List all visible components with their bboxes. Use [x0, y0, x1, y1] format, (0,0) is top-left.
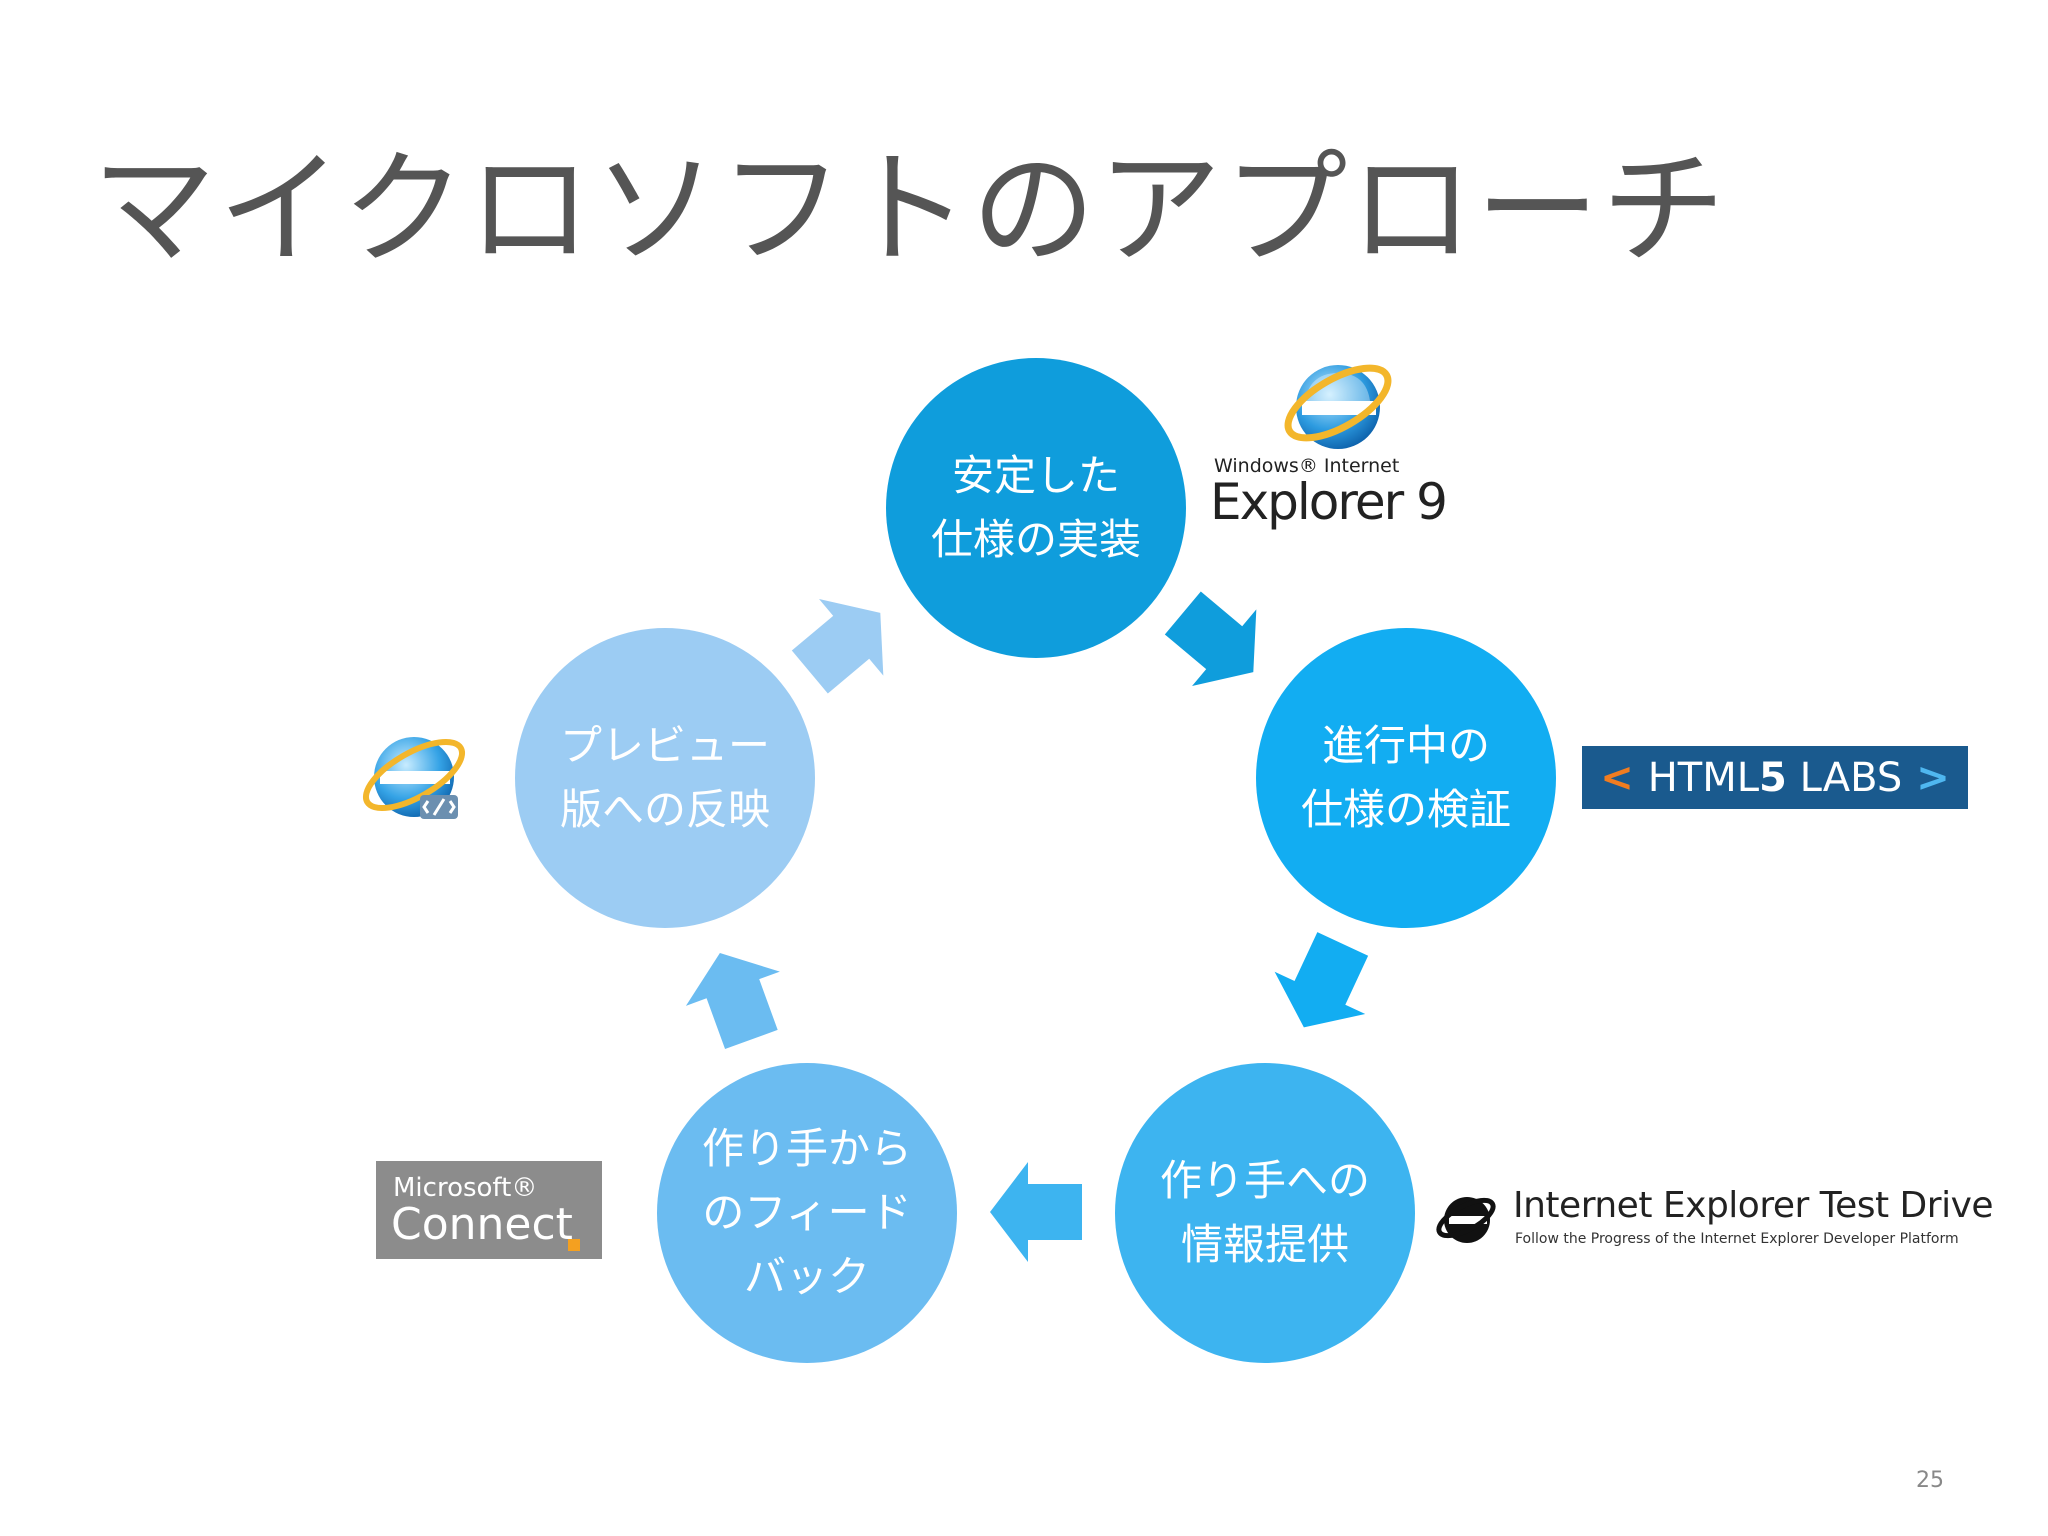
arrow-4-to-5 [685, 953, 780, 1050]
node-line: 版への反映 [559, 785, 770, 834]
cycle-node-preview-reflection: プレビュー 版への反映 [515, 628, 815, 928]
html5-labs-logo: < HTML 5 LABS > [1582, 746, 1968, 809]
cycle-node-spec-validation: 進行中の 仕様の検証 [1256, 628, 1556, 928]
ie-black-e-icon [1436, 1197, 1496, 1243]
ie9-logo-line2: Explorer 9 [1210, 473, 1448, 531]
node-line: 仕様の実装 [930, 515, 1141, 564]
node-line: 作り手から [701, 1124, 912, 1173]
page-number: 25 [1916, 1468, 1944, 1493]
test-drive-subtitle: Follow the Progress of the Internet Expl… [1515, 1231, 1959, 1247]
node-line: のフィード [702, 1188, 912, 1237]
ie-preview-icon [362, 737, 466, 819]
ie9-logo-line1: Windows® Internet [1214, 455, 1400, 477]
cycle-node-stable-implementation: 安定した 仕様の実装 [886, 358, 1186, 658]
node-line: 安定した [951, 451, 1120, 500]
html5-five: 5 [1759, 754, 1787, 801]
arrow-2-to-3 [1274, 932, 1369, 1028]
arrow-3-to-4 [990, 1162, 1082, 1262]
node-line: 仕様の検証 [1300, 785, 1511, 834]
ie9-logo: Windows® Internet Explorer 9 [1210, 355, 1448, 531]
node-line: 作り手への [1159, 1156, 1370, 1205]
arrow-1-to-2 [1164, 591, 1257, 687]
ie-test-drive-logo: Internet Explorer Test Drive Follow the … [1435, 1185, 1994, 1255]
connect-line2: Connect [391, 1199, 573, 1250]
html5-gt: > [1916, 754, 1950, 801]
node-line: 進行中の [1321, 721, 1490, 770]
connect-dot [568, 1239, 580, 1251]
html5-lt: < [1600, 754, 1634, 801]
arrow-5-to-1 [791, 598, 884, 694]
node-line: 情報提供 [1180, 1220, 1349, 1269]
cycle-node-developer-feedback: 作り手から のフィード バック [657, 1063, 957, 1363]
test-drive-title: Internet Explorer Test Drive [1513, 1185, 1994, 1226]
ie-logo-icon [1284, 364, 1392, 449]
slide-title: マイクロソフトのアプローチ [92, 138, 1728, 282]
node-line: バック [743, 1252, 870, 1301]
node-line: プレビュー [559, 721, 770, 770]
html5-labs-text: LABS [1786, 754, 1903, 801]
cycle-node-info-to-developers: 作り手への 情報提供 [1115, 1063, 1415, 1363]
microsoft-connect-logo: Microsoft® Connect [376, 1161, 602, 1259]
connect-line1: Microsoft® [393, 1173, 538, 1203]
html5-text: HTML [1647, 754, 1760, 801]
